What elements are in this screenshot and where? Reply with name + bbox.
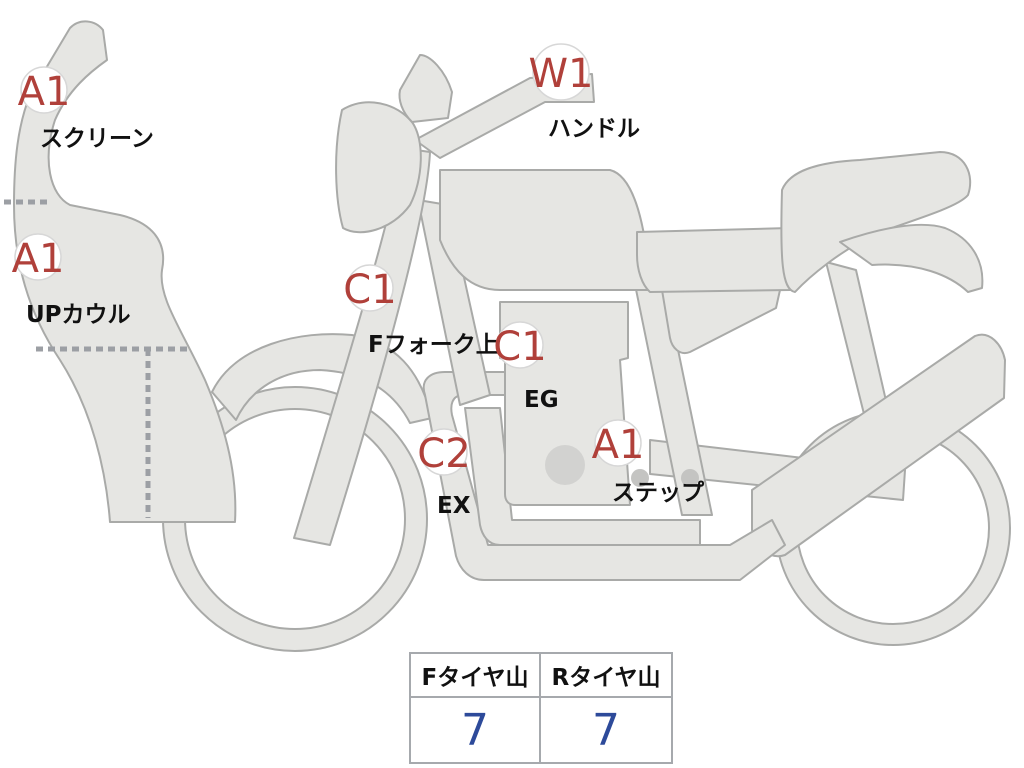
tire-tread-table: Fタイヤ山 Rタイヤ山 7 7 <box>409 652 673 764</box>
marker-upper-cowl[interactable]: A1 UPカウル <box>12 233 131 328</box>
front-tire-value: 7 <box>411 698 541 762</box>
marker-front-fork-label: Fフォーク上 <box>368 332 499 358</box>
marker-handle-code: W1 <box>529 51 594 97</box>
marker-upper-cowl-label: UPカウル <box>26 302 131 328</box>
marker-front-fork[interactable]: C1 Fフォーク上 <box>343 264 499 358</box>
marker-exhaust-code: C2 <box>417 431 470 477</box>
seat <box>780 151 972 293</box>
marker-step[interactable]: A1 ステップ <box>592 419 705 506</box>
fairing-body <box>13 20 237 523</box>
tail-cowl <box>839 223 984 293</box>
marker-engine-code: C1 <box>493 324 546 370</box>
step-peg-1 <box>631 469 649 487</box>
seat-base <box>636 227 791 293</box>
rear-tire-value: 7 <box>592 704 620 756</box>
rear-tire-header: Rタイヤ山 <box>541 654 671 698</box>
fuel-tank <box>439 169 651 291</box>
headlight <box>335 101 422 234</box>
marker-engine[interactable]: C1 EG <box>493 321 559 413</box>
marker-exhaust-label: EX <box>437 493 471 519</box>
marker-front-fork-code: C1 <box>343 267 396 313</box>
marker-engine-label: EG <box>524 387 559 413</box>
marker-screen-code: A1 <box>18 69 71 115</box>
frame-downtube <box>417 199 491 406</box>
marker-step-label: ステップ <box>612 480 705 506</box>
marker-handle[interactable]: W1 ハンドル <box>529 43 641 142</box>
marker-screen[interactable]: A1 スクリーン <box>18 66 154 152</box>
front-tire-header: Fタイヤ山 <box>411 654 541 698</box>
marker-exhaust[interactable]: C2 EX <box>417 428 471 519</box>
exhaust-inner <box>464 407 701 546</box>
mirror <box>398 54 453 123</box>
side-cover <box>661 289 781 354</box>
marker-screen-label: スクリーン <box>40 126 154 152</box>
step-peg-2 <box>681 469 699 487</box>
marker-upper-cowl-code: A1 <box>12 236 65 282</box>
marker-handle-label: ハンドル <box>548 116 640 142</box>
engine-cover <box>545 445 585 485</box>
marker-step-code: A1 <box>592 422 645 468</box>
